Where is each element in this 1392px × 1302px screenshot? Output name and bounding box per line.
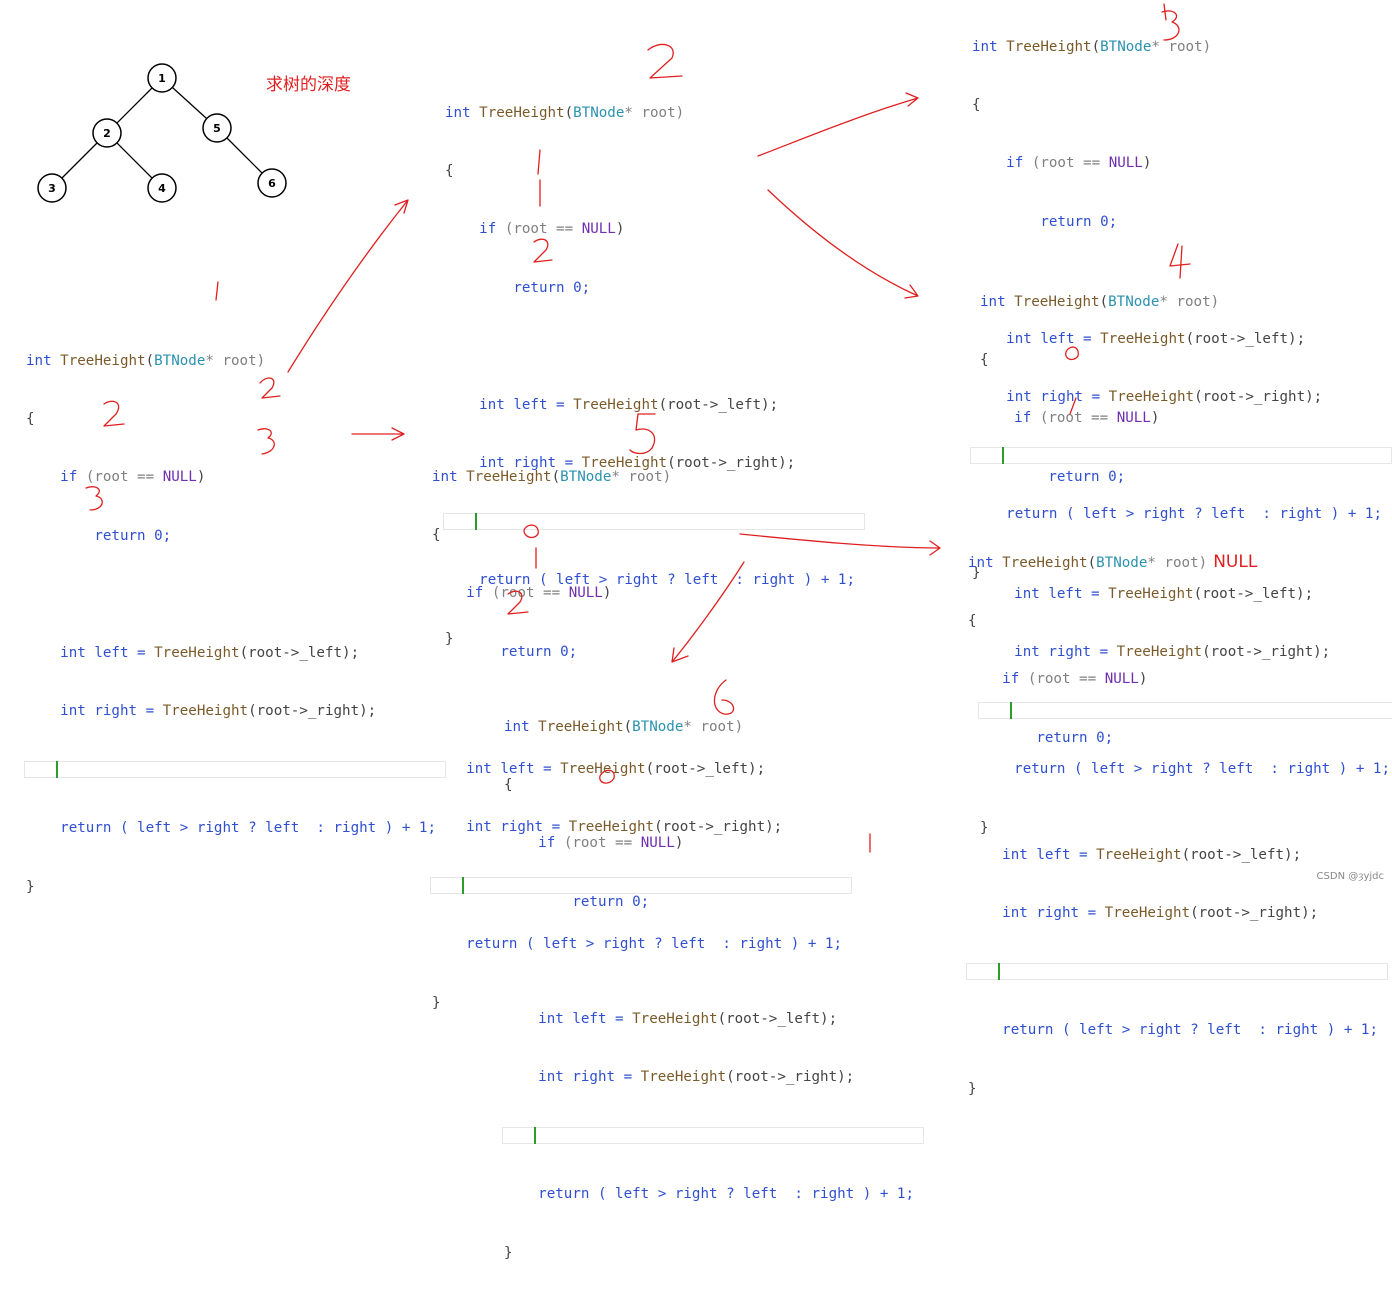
left-call-line: int left = TreeHeight(root->_left); [1014,585,1314,602]
if-line: if (root == NULL) [538,835,684,851]
blank-line [445,337,855,357]
if-line: if (root == NULL) [1006,155,1152,171]
if-line: if (root == NULL) [466,585,612,601]
return-zero-line: return 0; [94,527,172,544]
if-line: if (root == NULL) [60,469,206,485]
right-call-line: int right = TreeHeight(root->_right); [466,819,783,835]
null-note: NULL [1213,552,1258,572]
right-call-line: int right = TreeHeight(root->_right); [1002,905,1319,921]
if-line: if (root == NULL) [1014,410,1160,426]
blank-line [26,585,436,605]
caret-line[interactable] [443,512,866,533]
return-expr-line: return ( left > right ? left : right ) +… [60,820,437,836]
close-brace: } [504,1244,513,1261]
caret-line[interactable] [966,962,1389,983]
left-call-line: int left = TreeHeight(root->_left); [1006,330,1306,347]
if-line: if (root == NULL) [479,221,625,237]
return-zero-line: return 0; [572,893,650,910]
left-call-line: int left = TreeHeight(root->_left); [60,644,360,661]
diagram-title: 求树的深度 [266,75,351,95]
open-brace: { [432,526,441,543]
signature-line: int TreeHeight(BTNode* root) [980,294,1220,310]
return-zero-line: return 0; [1040,213,1118,230]
open-brace: { [26,410,35,427]
open-brace: { [968,612,977,629]
right-call-line: int right = TreeHeight(root->_right); [60,703,377,719]
signature-line: int TreeHeight(BTNode* root) [432,469,672,485]
tree-node-1 [147,63,177,93]
note-1 [215,281,219,301]
close-brace: } [972,564,981,581]
code-block-node-2: int TreeHeight(BTNode* root) { if (root … [443,64,866,688]
blank-line [504,951,914,971]
close-brace: } [445,630,454,647]
left-call-line: int left = TreeHeight(root->_left); [479,396,779,413]
tree-node-3 [37,173,67,203]
code-block-null: int TreeHeight(BTNode* root)NULL { if (r… [966,514,1389,1138]
caret-line[interactable] [502,1126,925,1147]
signature-line: int TreeHeight(BTNode* root) [26,353,266,369]
right-call-line: int right = TreeHeight(root->_right); [479,455,796,471]
return-zero-line: return 0; [1036,729,1114,746]
tree-node-2 [92,118,122,148]
tree-label-1: 1 [158,72,166,85]
tree-label-6: 6 [268,177,276,190]
left-call-line: int left = TreeHeight(root->_left); [538,1010,838,1027]
return-zero-line: return 0; [513,279,591,296]
close-brace: } [26,878,35,895]
return-zero-line: return 0; [1048,468,1126,485]
left-call-line: int left = TreeHeight(root->_left); [1002,846,1302,863]
tree-node-5 [202,113,232,143]
if-line: if (root == NULL) [1002,671,1148,687]
right-call-line: int right = TreeHeight(root->_right); [1006,389,1323,405]
code-block-root-1: int TreeHeight(BTNode* root) { if (root … [24,312,447,936]
return-expr-line: return ( left > right ? left : right ) +… [1002,1022,1379,1038]
tree-label-2: 2 [103,127,111,140]
tree-node-6 [257,168,287,198]
open-brace: { [972,96,981,113]
left-call-line: int left = TreeHeight(root->_left); [466,760,766,777]
code-block-node-4: int TreeHeight(BTNode* root) { if (root … [978,253,1392,877]
open-brace: { [445,162,454,179]
signature-line: int TreeHeight(BTNode* root) [972,39,1212,55]
watermark: CSDN @ȝyjdc [1316,871,1384,882]
return-expr-line: return ( left > right ? left : right ) +… [1006,506,1383,522]
tree-label-3: 3 [48,182,56,195]
signature-line: int TreeHeight(BTNode* root) [445,105,685,121]
return-expr-line: return ( left > right ? left : right ) +… [538,1186,915,1202]
caret-line[interactable] [978,701,1392,722]
tree-node-4 [147,173,177,203]
code-block-node-3: int TreeHeight(BTNode* root) { if (root … [970,0,1392,622]
open-brace: { [980,351,989,368]
return-zero-line: return 0; [500,643,578,660]
tree-label-5: 5 [213,122,221,135]
right-call-line: int right = TreeHeight(root->_right); [538,1069,855,1085]
return-expr-line: return ( left > right ? left : right ) +… [1014,761,1391,777]
tree-label-4: 4 [158,182,166,195]
close-brace: } [968,1080,977,1097]
caret-line[interactable] [24,760,447,781]
close-brace: } [980,819,989,836]
code-block-node-6: int TreeHeight(BTNode* root) { if (root … [502,678,925,1302]
blank-line [968,787,1378,807]
right-call-line: int right = TreeHeight(root->_right); [1014,644,1331,660]
binary-tree-diagram: 1 2 5 3 4 6 [37,63,287,203]
open-brace: { [504,776,513,793]
signature-line: int TreeHeight(BTNode* root)NULL [968,552,1258,572]
signature-line: int TreeHeight(BTNode* root) [504,719,744,735]
